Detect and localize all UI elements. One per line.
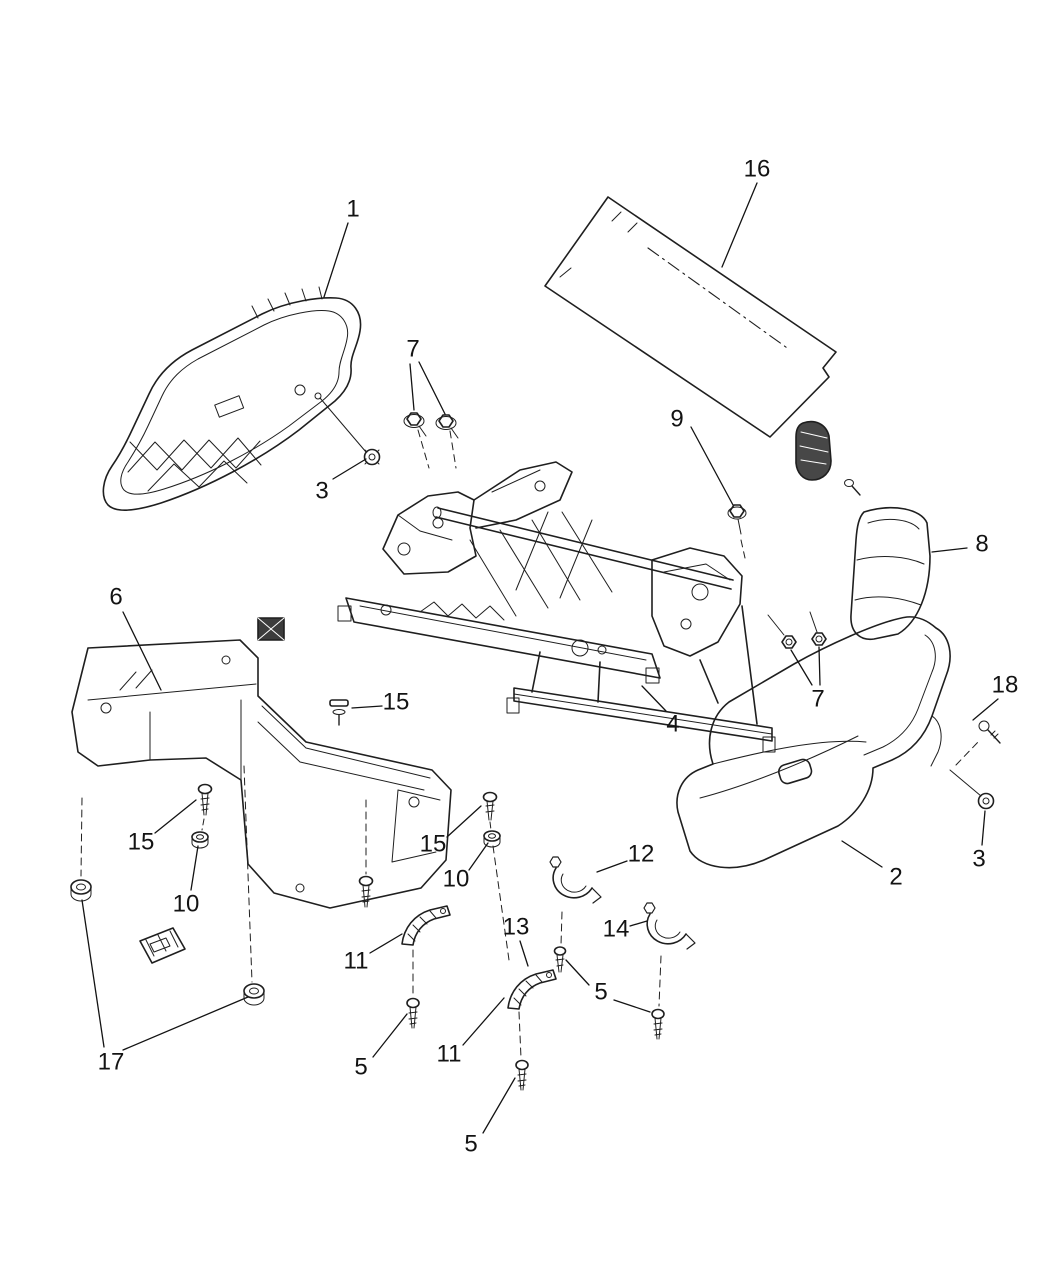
callout-11: 11 bbox=[437, 1041, 462, 1068]
callout-18: 18 bbox=[992, 672, 1019, 699]
screw-icon bbox=[553, 946, 567, 973]
callout-7: 7 bbox=[406, 336, 419, 363]
leader-line bbox=[931, 547, 968, 553]
screw-icon bbox=[515, 1059, 529, 1091]
callout-8: 8 bbox=[975, 531, 988, 558]
callout-3: 3 bbox=[315, 478, 328, 505]
callout-10: 10 bbox=[173, 891, 200, 918]
callout-2: 2 bbox=[889, 864, 902, 891]
screw-icon bbox=[651, 1008, 665, 1040]
leader-line bbox=[690, 426, 734, 506]
callout-15: 15 bbox=[420, 831, 447, 858]
screw-icon bbox=[197, 783, 213, 816]
screw-icon bbox=[844, 479, 861, 496]
callout-14: 14 bbox=[603, 916, 630, 943]
callout-5: 5 bbox=[354, 1054, 367, 1081]
leader-line bbox=[818, 646, 821, 686]
screw-icon bbox=[482, 791, 498, 821]
load-floor-panel-part bbox=[544, 196, 837, 438]
seat-adjuster-part bbox=[337, 461, 776, 753]
leader-line bbox=[351, 705, 383, 709]
clamp-part bbox=[549, 856, 602, 904]
leader-line bbox=[190, 845, 199, 891]
handle-wedge-part bbox=[795, 420, 832, 481]
leader-line bbox=[519, 940, 529, 967]
callout-7: 7 bbox=[811, 686, 824, 713]
seat-riser-part bbox=[71, 639, 452, 909]
bolt-icon bbox=[403, 412, 427, 437]
handle-bracket-part bbox=[401, 905, 451, 946]
leader-line bbox=[462, 997, 505, 1046]
callout-13: 13 bbox=[503, 914, 530, 941]
leader-line bbox=[641, 685, 667, 712]
push-pin-icon bbox=[329, 699, 349, 726]
leader-line bbox=[972, 698, 999, 721]
retainer-clip-part bbox=[139, 927, 186, 964]
leader-line bbox=[418, 361, 446, 415]
bolt-icon bbox=[727, 504, 747, 535]
callout-1: 1 bbox=[346, 196, 359, 223]
callout-11: 11 bbox=[344, 948, 369, 975]
nut-icon bbox=[70, 879, 92, 902]
spacer-block-part bbox=[257, 617, 285, 641]
leader-line bbox=[596, 860, 628, 873]
callout-4: 4 bbox=[666, 711, 679, 738]
nut-icon bbox=[781, 635, 797, 649]
callout-6: 6 bbox=[109, 584, 122, 611]
leader-line bbox=[122, 996, 249, 1051]
callout-10: 10 bbox=[443, 866, 470, 893]
leader-line bbox=[154, 799, 197, 834]
callout-15: 15 bbox=[383, 689, 410, 716]
callout-9: 9 bbox=[670, 406, 683, 433]
leader-line bbox=[122, 611, 162, 691]
clamp-part bbox=[643, 902, 696, 950]
nut-icon bbox=[191, 831, 209, 849]
leader-line bbox=[372, 1013, 408, 1058]
bolt-icon bbox=[435, 414, 459, 439]
leader-line bbox=[468, 842, 489, 871]
leader-line bbox=[446, 805, 482, 838]
push-nut-icon bbox=[363, 448, 381, 466]
leader-line bbox=[369, 933, 403, 954]
leader-line bbox=[721, 182, 758, 268]
screw-icon bbox=[978, 720, 1001, 744]
callout-15: 15 bbox=[128, 829, 155, 856]
nut-icon bbox=[483, 830, 501, 848]
callout-3: 3 bbox=[972, 846, 985, 873]
seatback-side-shield-part bbox=[102, 286, 367, 511]
handle-bracket-part bbox=[507, 969, 557, 1010]
callout-12: 12 bbox=[628, 841, 655, 868]
callout-5: 5 bbox=[464, 1131, 477, 1158]
leader-line bbox=[482, 1077, 516, 1134]
leader-line bbox=[629, 920, 648, 927]
nut-icon bbox=[811, 632, 827, 646]
leader-line bbox=[841, 840, 883, 868]
screw-icon bbox=[406, 997, 420, 1029]
leader-line bbox=[790, 649, 813, 686]
leader-line bbox=[332, 458, 367, 480]
small-shield-part bbox=[850, 506, 931, 641]
callout-16: 16 bbox=[744, 156, 771, 183]
recliner-outer-shield-part bbox=[676, 616, 951, 869]
leader-line bbox=[409, 363, 415, 411]
leader-line bbox=[613, 999, 651, 1013]
leader-line bbox=[565, 959, 590, 986]
callout-17: 17 bbox=[98, 1049, 125, 1076]
push-nut-icon bbox=[977, 792, 995, 810]
callout-5: 5 bbox=[594, 979, 607, 1006]
leader-line bbox=[81, 899, 105, 1048]
leader-line bbox=[323, 222, 349, 298]
screw-icon bbox=[358, 875, 374, 908]
leader-line bbox=[981, 810, 986, 846]
